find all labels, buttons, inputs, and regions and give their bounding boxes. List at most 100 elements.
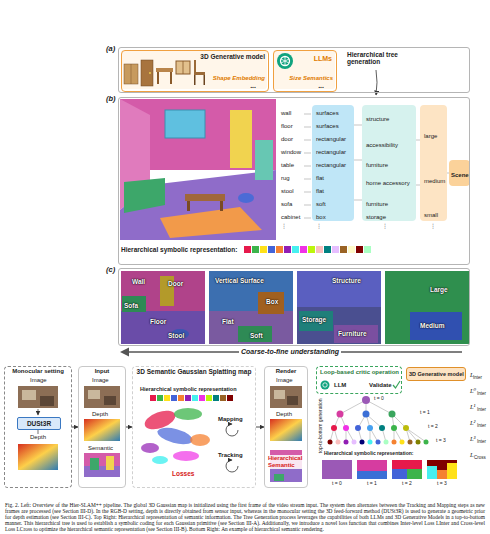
illustration-part bbox=[362, 396, 370, 404]
overlay-label: Furniture bbox=[338, 330, 367, 337]
illustration-part bbox=[255, 140, 273, 180]
model-box: 3D Generative model bbox=[406, 367, 466, 381]
node-text: ... bbox=[250, 82, 256, 90]
image-label: Image bbox=[276, 377, 293, 384]
overlay-label: Flat bbox=[222, 318, 234, 325]
overlay-label: Vertical Surface bbox=[215, 277, 264, 284]
class-word: door bbox=[281, 136, 293, 143]
tree-level-text: furniture bbox=[366, 201, 388, 208]
illustration-part bbox=[185, 194, 225, 201]
illustration-part bbox=[340, 400, 366, 414]
illustration-part bbox=[416, 440, 421, 445]
node-text: DUSt3R bbox=[19, 420, 59, 427]
illustration-part bbox=[376, 440, 381, 445]
illustration-part bbox=[122, 296, 146, 312]
node-text: Render bbox=[266, 368, 306, 375]
tree-root-text: Scene bbox=[451, 172, 469, 179]
step-label: t = 0 bbox=[332, 481, 342, 487]
illustration-part bbox=[120, 170, 276, 240]
illustration-part bbox=[220, 395, 226, 401]
class-word: table bbox=[281, 162, 294, 169]
illustration-part bbox=[354, 200, 362, 201]
class-word: sofa bbox=[281, 201, 292, 208]
illustration-part bbox=[354, 160, 362, 161]
illustration-part bbox=[355, 425, 361, 431]
column-box: Input bbox=[78, 366, 126, 488]
node-text: LLM bbox=[334, 382, 346, 389]
illustration-part bbox=[360, 440, 365, 445]
illustration-part bbox=[84, 386, 120, 408]
illustration-part bbox=[258, 292, 284, 314]
loss-subscript: Cross bbox=[474, 455, 486, 460]
node-text: Validate bbox=[369, 382, 392, 389]
illustration-part bbox=[270, 386, 302, 408]
illustration-part bbox=[407, 469, 422, 479]
image-label: Image bbox=[30, 377, 47, 384]
illustration-part bbox=[160, 207, 262, 238]
illustration-part bbox=[312, 105, 354, 221]
illustration-part bbox=[252, 246, 259, 253]
step-label: t = 3 bbox=[437, 481, 447, 487]
illustration-part bbox=[150, 395, 233, 401]
illustration-part bbox=[389, 411, 396, 418]
critic-box: Loop-based critic operationLLMValidate bbox=[316, 366, 402, 394]
illustration-part bbox=[178, 395, 184, 401]
tree-level-text: surfaces bbox=[316, 110, 339, 117]
illustration-part bbox=[332, 246, 339, 253]
illustration-part bbox=[297, 271, 381, 307]
illustration-part bbox=[287, 396, 298, 405]
illustration-part bbox=[174, 408, 202, 420]
illustration-part bbox=[106, 456, 114, 470]
class-word: window bbox=[281, 149, 301, 156]
illustration-part bbox=[300, 246, 307, 253]
tree-level-text: ⋮ bbox=[316, 223, 322, 230]
node-text: Shape Embedding bbox=[213, 75, 265, 82]
illustration-part bbox=[150, 395, 156, 401]
node-text: LLMs bbox=[314, 55, 332, 63]
illustration-part bbox=[84, 419, 120, 441]
class-word: stool bbox=[281, 188, 294, 195]
illustration-part bbox=[124, 178, 165, 213]
illustration-part bbox=[392, 469, 407, 479]
illustration-part bbox=[157, 72, 159, 84]
image-label: Image bbox=[92, 377, 109, 384]
illustration-part bbox=[299, 311, 333, 331]
image-label: Semantic bbox=[88, 445, 113, 452]
illustration-part bbox=[304, 127, 311, 128]
illustration-part bbox=[84, 453, 120, 477]
illustration-part bbox=[171, 395, 177, 401]
node-text: (b) bbox=[106, 95, 116, 104]
loss-subscript: Inter bbox=[477, 423, 486, 428]
tree-level-text: surfaces bbox=[316, 123, 339, 130]
illustration-part bbox=[363, 411, 370, 418]
illustration-part bbox=[304, 179, 311, 180]
illustration-part bbox=[324, 246, 331, 253]
illustration-part bbox=[304, 218, 311, 219]
tree-level-text: accessibility bbox=[366, 142, 398, 149]
illustration-part bbox=[304, 166, 311, 167]
column-box: Render bbox=[264, 366, 308, 488]
illustration-part bbox=[230, 110, 252, 168]
class-word: floor bbox=[281, 123, 293, 130]
illustration-part bbox=[226, 424, 238, 436]
illustration-part bbox=[308, 246, 315, 253]
overlay-label: Hierarchical Semantic bbox=[268, 455, 306, 469]
illustration-part bbox=[209, 311, 293, 344]
illustration-part bbox=[297, 307, 381, 344]
illustration-part bbox=[437, 470, 447, 479]
illustration-part bbox=[185, 395, 191, 401]
illustration-part bbox=[192, 395, 198, 401]
illustration-part bbox=[336, 440, 341, 445]
overlay-label: Large bbox=[430, 286, 448, 293]
step-label: t = 3 bbox=[436, 438, 446, 444]
illustration-part bbox=[416, 185, 420, 186]
illustration-part bbox=[343, 425, 349, 431]
illustration-part bbox=[447, 463, 457, 479]
illustration-part bbox=[368, 440, 373, 445]
row-label: Hierarchical symbolic representation: bbox=[324, 451, 413, 457]
illustration-part bbox=[284, 246, 291, 253]
tree-level-text: large bbox=[424, 133, 437, 140]
model-box: 3D Generative modelShape Embedding... bbox=[121, 50, 269, 92]
tree-level-text: structure bbox=[366, 116, 389, 123]
